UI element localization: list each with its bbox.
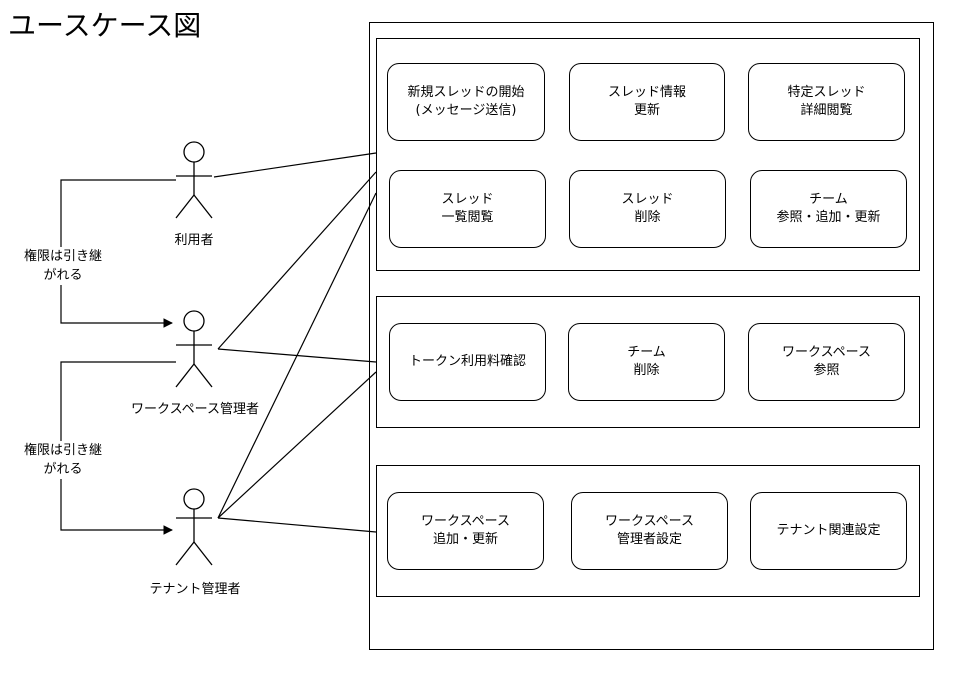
actor-tenant-admin-figure	[175, 488, 213, 566]
actor-user-label: 利用者	[174, 233, 214, 248]
diagram-title: ユースケース図	[8, 9, 202, 42]
association-lines	[213, 152, 377, 533]
assoc-user-usergroup	[213, 152, 377, 178]
actor-workspace-admin-figure	[175, 310, 213, 388]
assoc-tenant-tenantgroup	[217, 517, 377, 533]
assoc-tenant-workspacegroup	[217, 371, 377, 519]
usecase-token-usage[interactable]: トークン利用料確認	[389, 323, 546, 401]
usecase-update-thread-info[interactable]: スレッド情報 更新	[569, 63, 725, 141]
usecase-workspace-admin-settings[interactable]: ワークスペース 管理者設定	[571, 492, 728, 570]
usecase-delete-team[interactable]: チーム 削除	[568, 323, 725, 401]
usecase-view-workspace[interactable]: ワークスペース 参照	[748, 323, 905, 401]
actor-user-figure	[175, 141, 213, 219]
inherit-note-lower: 権限は引き継 がれる	[14, 441, 112, 479]
usecase-tenant-settings[interactable]: テナント関連設定	[750, 492, 907, 570]
usecase-team-manage[interactable]: チーム 参照・追加・更新	[750, 170, 907, 248]
inherit-note-upper: 権限は引き継 がれる	[14, 247, 112, 285]
usecase-list-threads[interactable]: スレッド 一覧閲覧	[389, 170, 546, 248]
usecase-add-update-workspace[interactable]: ワークスペース 追加・更新	[387, 492, 544, 570]
assoc-workspace-usergroup	[217, 171, 377, 350]
system-boundary	[369, 22, 934, 650]
usecase-start-thread[interactable]: 新規スレッドの開始 (メッセージ送信)	[387, 63, 545, 141]
assoc-tenant-usergroup	[217, 192, 377, 519]
usecase-view-thread-detail[interactable]: 特定スレッド 詳細閲覧	[748, 63, 905, 141]
actor-workspace-admin-label: ワークスペース管理者	[130, 402, 260, 417]
actor-tenant-admin-label: テナント管理者	[149, 582, 241, 597]
usecase-delete-thread[interactable]: スレッド 削除	[569, 170, 726, 248]
